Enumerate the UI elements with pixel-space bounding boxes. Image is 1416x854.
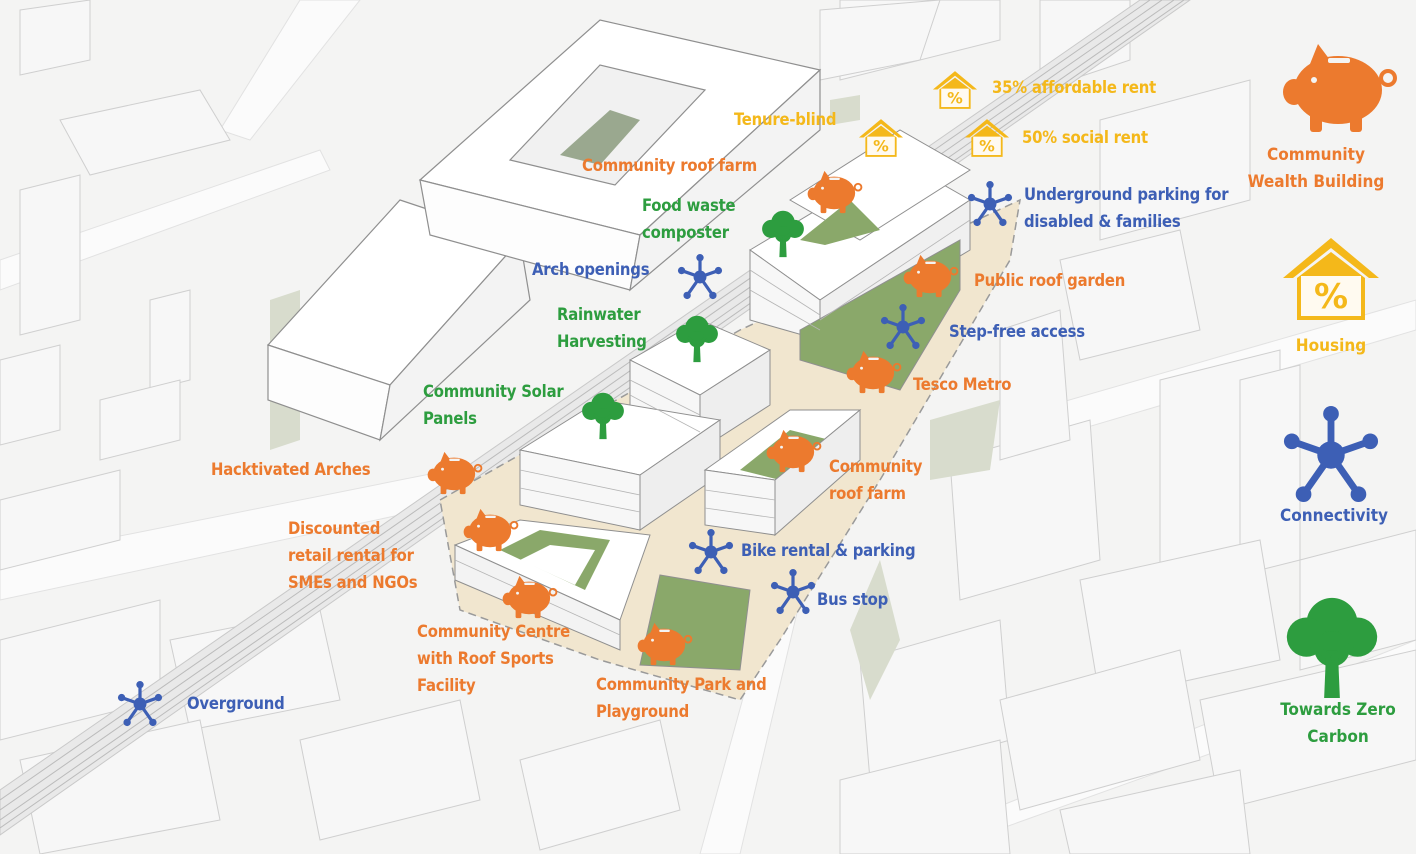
- piggy-bank-icon: [636, 621, 693, 667]
- legend-carbon-label: Towards Zero Carbon: [1280, 700, 1396, 747]
- label-community-solar-panels: Community Solar Panels: [423, 382, 564, 428]
- label-social-rent: 50% social rent: [1022, 128, 1148, 147]
- label-step-free-access: Step-free access: [949, 322, 1085, 341]
- legend-wealth-icon: [1281, 42, 1397, 134]
- floor-lines: [454, 219, 971, 636]
- label-public-roof-garden: Public roof garden: [974, 271, 1126, 290]
- network-node-icon: [688, 529, 734, 575]
- label-community-centre: Community Centre with Roof Sports Facili…: [417, 622, 571, 695]
- legend-connectivity-icon: [1282, 406, 1380, 504]
- tree-icon: [762, 210, 804, 258]
- network-node-icon: [770, 569, 816, 615]
- label-tesco-metro: Tesco Metro: [913, 375, 1012, 394]
- piggy-bank-icon: [765, 428, 822, 474]
- piggy-bank-icon: [426, 450, 483, 496]
- label-hacktivated-arches: Hacktivated Arches: [211, 460, 371, 479]
- house-percent-icon: [858, 119, 904, 157]
- legend-wealth-label: Community Wealth Building: [1247, 145, 1385, 192]
- piggy-bank-icon: [845, 349, 902, 395]
- label-tenure-blind: Tenure-blind: [734, 110, 837, 129]
- legend-housing-icon: [1283, 238, 1379, 320]
- legend-carbon-icon: [1286, 597, 1378, 699]
- network-node-icon: [880, 304, 926, 350]
- network-node-icon: [117, 681, 163, 727]
- network-node-icon: [677, 254, 723, 300]
- piggy-bank-icon: [902, 253, 959, 299]
- label-food-waste-composter: Food waste composter: [642, 196, 736, 242]
- piggy-bank-icon: [806, 169, 863, 215]
- network-node-icon: [967, 181, 1013, 227]
- piggy-bank-icon: [462, 507, 519, 553]
- label-bike-rental: Bike rental & parking: [741, 541, 916, 560]
- label-community-roof-farm-mid: Community roof farm: [829, 457, 923, 503]
- label-discounted-retail: Discounted retail rental for SMEs and NG…: [288, 519, 418, 592]
- label-overground: Overground: [187, 694, 285, 713]
- label-affordable-rent: 35% affordable rent: [992, 78, 1156, 97]
- courtyard-block: [418, 19, 822, 292]
- label-underground-parking: Underground parking for disabled & famil…: [1024, 185, 1229, 231]
- tree-icon: [676, 315, 718, 363]
- label-arch-openings: Arch openings: [532, 260, 650, 279]
- label-bus-stop: Bus stop: [817, 590, 889, 609]
- legend-housing-label: Housing: [1295, 336, 1367, 356]
- house-percent-icon: [932, 71, 978, 109]
- large-block-left: [266, 199, 531, 442]
- label-community-roof-farm-top: Community roof farm: [582, 156, 757, 175]
- legend-connectivity-label: Connectivity: [1280, 506, 1388, 526]
- piggy-bank-icon: [501, 574, 558, 620]
- tree-icon: [582, 392, 624, 440]
- label-community-park: Community Park and Playground: [596, 675, 767, 721]
- label-rainwater-harvesting: Rainwater Harvesting: [557, 305, 647, 351]
- house-percent-icon: [964, 119, 1010, 157]
